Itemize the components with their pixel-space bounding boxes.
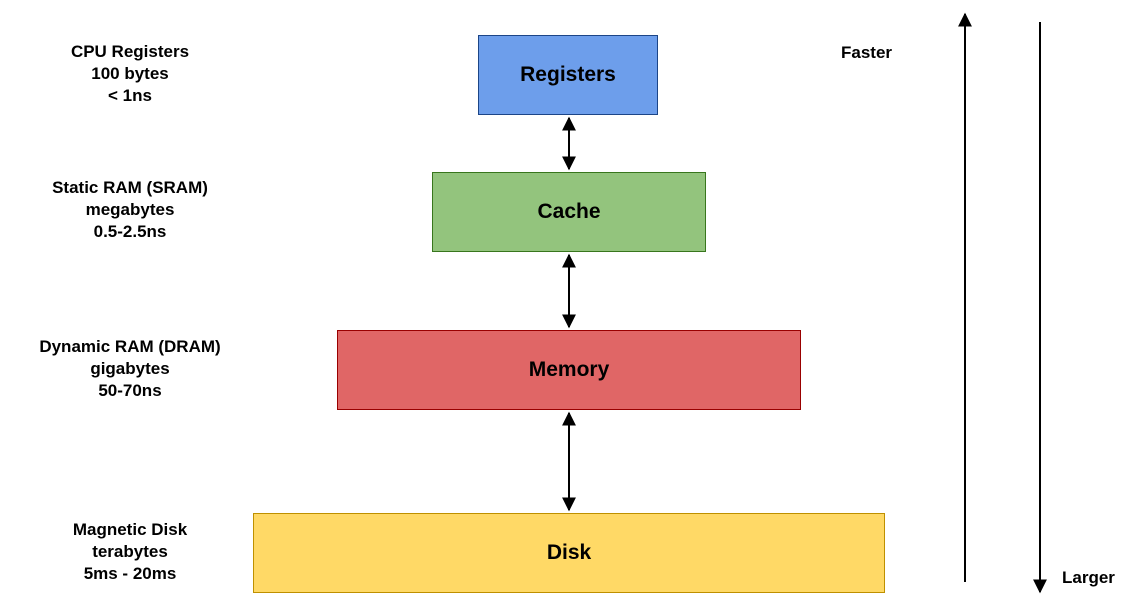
box-registers-label: Registers — [520, 63, 616, 86]
label-cache: Static RAM (SRAM) megabytes 0.5-2.5ns — [5, 177, 255, 243]
label-cache-size: megabytes — [85, 200, 175, 219]
label-memory-latency: 50-70ns — [98, 381, 162, 400]
label-disk-latency: 5ms - 20ms — [83, 564, 177, 583]
box-cache-label: Cache — [537, 200, 601, 223]
label-registers: CPU Registers 100 bytes < 1ns — [5, 41, 255, 107]
label-memory: Dynamic RAM (DRAM) gigabytes 50-70ns — [5, 336, 255, 402]
label-disk-size: terabytes — [92, 542, 168, 561]
box-memory: Memory — [337, 330, 801, 410]
box-registers: Registers — [478, 35, 658, 115]
label-registers-latency: < 1ns — [108, 86, 152, 105]
faster-label: Faster — [841, 43, 893, 62]
box-cache: Cache — [432, 172, 706, 252]
label-registers-size: 100 bytes — [91, 64, 169, 83]
larger-label: Larger — [1062, 568, 1115, 587]
label-cache-latency: 0.5-2.5ns — [93, 222, 167, 241]
label-registers-tech: CPU Registers — [70, 42, 190, 61]
label-memory-tech: Dynamic RAM (DRAM) — [39, 337, 221, 356]
box-disk-label: Disk — [546, 541, 592, 564]
label-disk: Magnetic Disk terabytes 5ms - 20ms — [5, 519, 255, 585]
box-memory-label: Memory — [528, 358, 610, 381]
label-disk-tech: Magnetic Disk — [72, 520, 188, 539]
label-memory-size: gigabytes — [90, 359, 170, 378]
label-cache-tech: Static RAM (SRAM) — [52, 178, 208, 197]
box-disk: Disk — [253, 513, 885, 593]
